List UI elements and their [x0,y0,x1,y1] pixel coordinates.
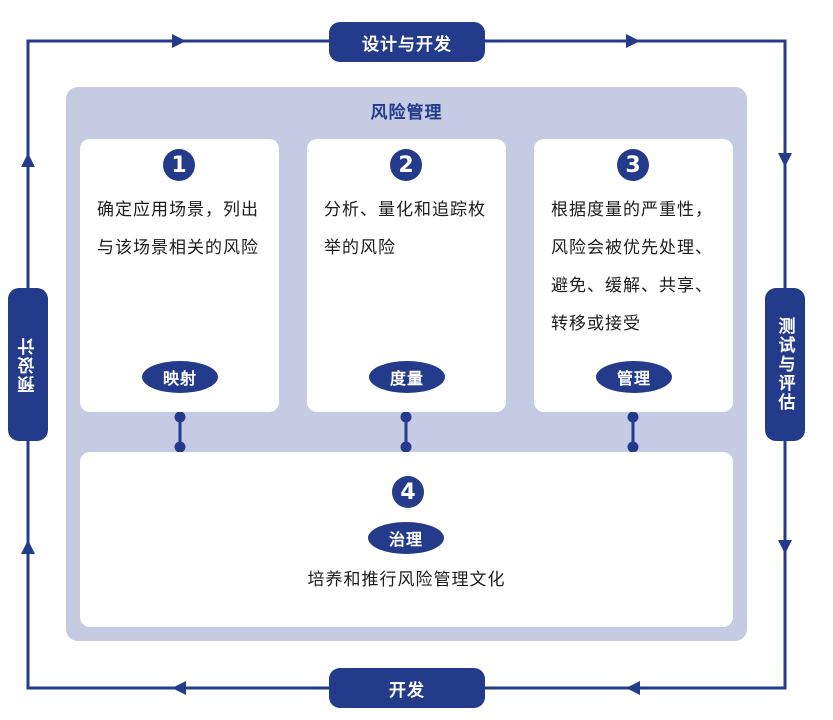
phase-design-develop: 设计与开发 [329,22,485,62]
connector-1-dot-bottom [174,441,186,453]
arrow-top-2 [626,34,640,48]
phase-develop: 开发 [329,668,485,708]
arrow-right-2 [778,540,792,554]
step-card-map: 1 确定应用场景，列出与该场景相关的风险 映射 [80,139,279,412]
connector-1-dot-top [174,411,186,423]
step-description: 根据度量的严重性，风险会被优先处理、避免、缓解、共享、转移或接受 [551,200,713,334]
connector-3-dot-bottom [627,441,639,453]
connector-2-dot-top [400,411,412,423]
step-number-badge: 1 [163,149,195,181]
arrow-bottom-2 [172,681,186,695]
connector-3-dot-top [627,411,639,423]
step-number-badge: 3 [617,149,649,181]
step-tag-measure: 度量 [369,361,445,393]
step-description: 分析、量化和追踪枚举的风险 [324,200,486,258]
step-card-measure: 2 分析、量化和追踪枚举的风险 度量 [307,139,506,412]
arrow-top-1 [172,34,186,48]
step-description: 确定应用场景，列出与该场景相关的风险 [97,200,259,258]
governance-description: 培养和推行风险管理文化 [307,570,506,590]
connector-2-dot-bottom [400,441,412,453]
panel-title: 风险管理 [370,103,443,123]
arrow-left-2 [21,153,35,167]
governance-card: 4 治理 培养和推行风险管理文化 [80,452,733,627]
arrow-bottom-1 [626,681,640,695]
phase-test-evaluate: 测试与评估 [765,288,805,441]
arrow-left-1 [21,540,35,554]
step-card-manage: 3 根据度量的严重性，风险会被优先处理、避免、缓解、共享、转移或接受 管理 [534,139,733,412]
governance-tag: 治理 [368,522,444,554]
step-tag-manage: 管理 [596,361,672,393]
step-number-badge: 2 [390,149,422,181]
governance-number-badge: 4 [392,476,424,508]
arrow-right-1 [778,153,792,167]
step-tag-map: 映射 [142,361,218,393]
